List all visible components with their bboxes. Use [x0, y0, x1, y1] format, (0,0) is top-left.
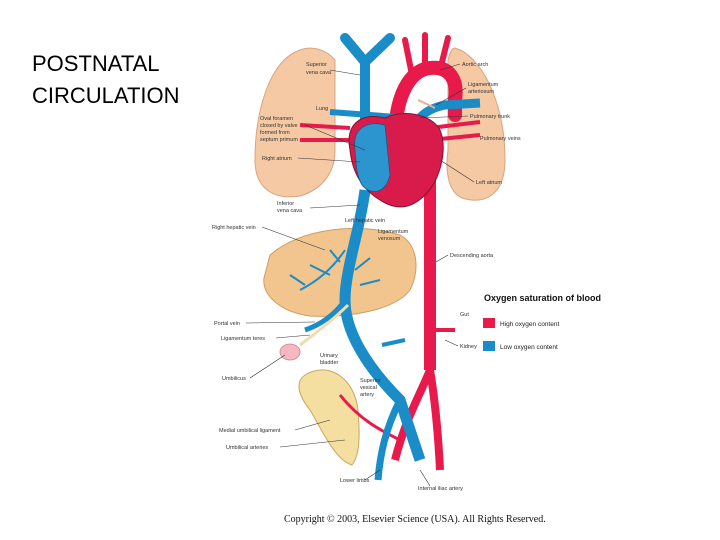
leader-internal-iliac-artery — [419, 469, 431, 487]
legend-swatch-high — [483, 318, 495, 328]
leader-inferior-vena-cava — [309, 204, 361, 209]
portal-vein — [304, 298, 348, 333]
right-lung — [254, 47, 336, 198]
iliac-veins — [374, 398, 404, 481]
legend: Oxygen saturation of blood High oxygen c… — [483, 293, 601, 351]
label-urinary-bladder-2: bladder — [320, 360, 339, 366]
label-oval-foramen-4: septum primum — [260, 137, 298, 143]
leader-pulmonary-trunk — [419, 115, 469, 119]
label-superior-vena-cava-2: vena cava — [306, 70, 332, 76]
renal-vein — [381, 338, 406, 347]
leader-ligamentum-arteriosum — [435, 87, 467, 106]
label-medial-umbilical-ligament: Medial umbilical ligament — [219, 428, 281, 434]
label-pulmonary-trunk: Pulmonary trunk — [470, 114, 510, 120]
label-umbilical-arteries: Umbilical arteries — [226, 445, 268, 451]
leader-descending-aorta — [435, 254, 449, 263]
label-superior-vena-cava-1: Superior — [306, 62, 327, 68]
copyright-notice: Copyright © 2003, Elsevier Science (USA)… — [284, 514, 546, 525]
umbilicus-shape — [279, 343, 301, 361]
leader-umbilicus — [249, 354, 286, 379]
leader-kidney — [444, 339, 459, 347]
legend-label-low: Low oxygen content — [500, 344, 558, 351]
leader-portal-vein — [245, 321, 316, 324]
leader-medial-umbilical-ligament — [294, 419, 331, 431]
legend-label-high: High oxygen content — [500, 321, 559, 328]
aortic-branches — [402, 32, 451, 78]
label-right-hepatic-vein: Right hepatic vein — [212, 225, 256, 231]
right-heart-chambers — [354, 123, 391, 192]
label-oval-foramen-3: formed from — [260, 130, 290, 136]
leader-ligamentum-teres — [275, 334, 311, 339]
umbilical-artery-remnant — [338, 394, 401, 442]
label-umbilicus: Umbilicus — [222, 376, 246, 382]
leader-right-hepatic-vein — [261, 226, 326, 251]
label-left-hepatic-vein: Left hepatic vein — [345, 218, 385, 224]
slide-title: POSTNATAL CIRCULATION — [32, 48, 232, 112]
label-ligamentum-venosum-1: Ligamentum — [378, 229, 409, 235]
label-lung: Lung — [316, 106, 328, 112]
ligamentum-arteriosum-shape — [417, 99, 436, 109]
leader-superior-vena-cava — [329, 69, 361, 76]
label-ligamentum-venosum-2: venosum — [378, 236, 401, 242]
label-right-atrium: Right atrium — [262, 156, 292, 162]
label-descending-aorta: Descending aorta — [450, 253, 494, 259]
label-pulmonary-veins: Pulmonary veins — [480, 136, 521, 142]
label-ligamentum-arteriosum-2: arteriosum — [468, 89, 494, 95]
hepatic-vein-branches — [289, 249, 381, 291]
leader-right-atrium — [297, 157, 361, 163]
slide-title-line-1: POSTNATAL — [32, 51, 160, 76]
label-superior-vesical-artery-2: vesical — [360, 385, 377, 391]
leader-oval-foramen — [304, 124, 366, 151]
label-ligamentum-arteriosum-1: Ligamentum — [468, 82, 499, 88]
leader-umbilical-arteries — [279, 439, 346, 448]
label-urinary-bladder-1: Urinary — [320, 353, 338, 359]
ligamentum-teres-shape — [299, 303, 350, 347]
liver — [263, 227, 417, 317]
label-inferior-vena-cava-2: vena cava — [277, 208, 303, 214]
label-gut: Gut — [460, 312, 469, 318]
label-lower-limbs: Lower limbs — [340, 478, 370, 484]
label-kidney: Kidney — [460, 344, 477, 350]
label-inferior-vena-cava-1: Inferior — [277, 201, 294, 207]
leader-lower-limbs — [364, 469, 381, 481]
label-ligamentum-teres: Ligamentum teres — [221, 336, 265, 342]
legend-title: Oxygen saturation of blood — [484, 293, 601, 303]
aortic-arch — [388, 60, 463, 147]
label-superior-vesical-artery-1: Superior — [360, 378, 381, 384]
legend-swatch-low — [483, 341, 495, 351]
label-left-atrium: Left atrium — [476, 180, 502, 186]
label-internal-iliac-artery: Internal iliac artery — [418, 486, 463, 492]
slide-title-line-2: CIRCULATION — [32, 83, 180, 108]
label-oval-foramen-2: closed by valve — [260, 123, 298, 129]
urinary-bladder — [298, 369, 360, 466]
label-oval-foramen-1: Oval foramen — [260, 116, 293, 122]
leader-aortic-arch — [439, 63, 461, 71]
label-aortic-arch: Aortic arch — [462, 62, 488, 68]
label-portal-vein: Portal vein — [214, 321, 240, 327]
iliac-arteries — [391, 368, 444, 471]
label-superior-vesical-artery-3: artery — [360, 392, 374, 398]
leader-left-atrium — [439, 159, 475, 183]
